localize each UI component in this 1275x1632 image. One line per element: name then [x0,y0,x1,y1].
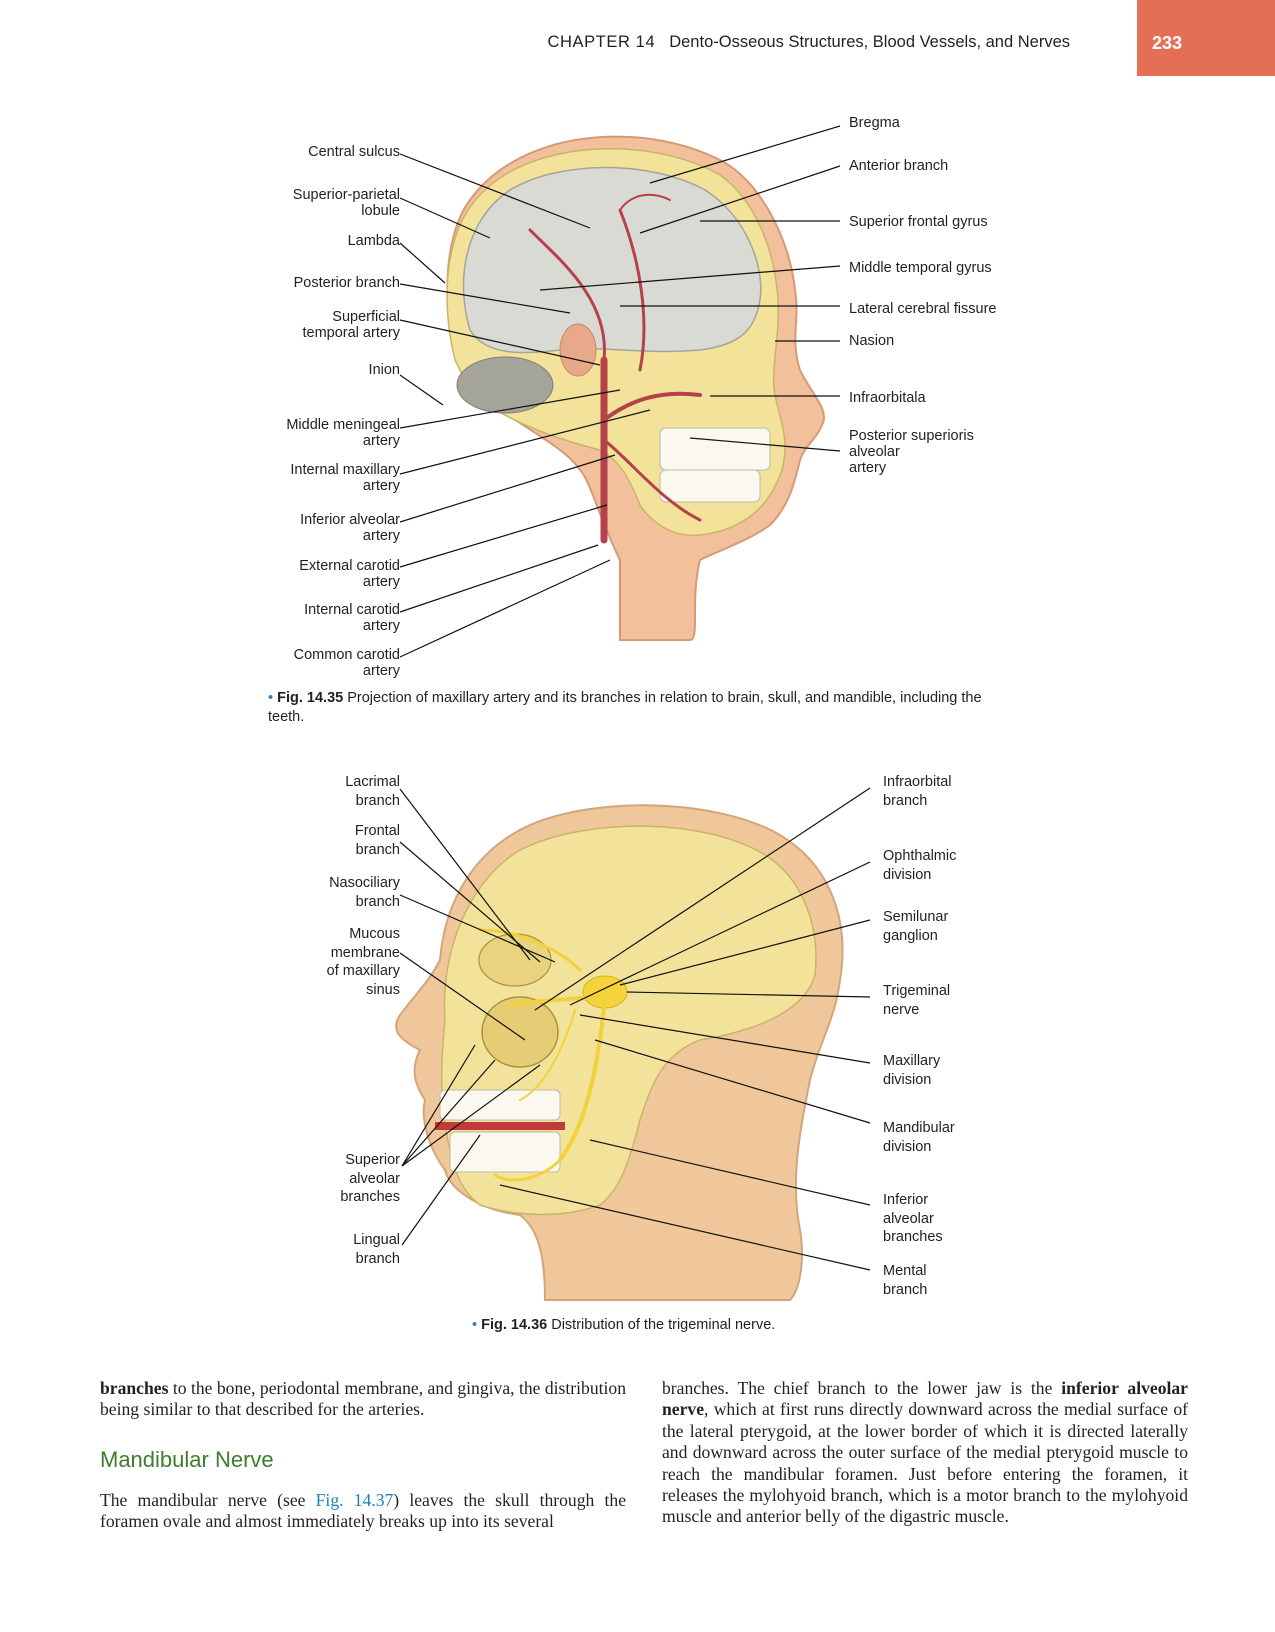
fig35-label-posterior-branch: Posterior branch [293,275,400,291]
col2-text-a: branches. The chief branch to the lower … [662,1378,1062,1398]
fig36-label-mandibular-division: Mandibular division [883,1120,955,1155]
fig35-label-common-carotid-artery: Common carotid artery [293,647,400,679]
fig36-maxillary-sinus [481,996,559,1068]
figure-14-36-illustration [395,787,871,1301]
fig36-label-lacrimal-branch: Lacrimal branch [345,774,400,809]
chapter-title: Dento-Osseous Structures, Blood Vessels,… [669,33,1070,51]
fig35-label-inferior-alveolar-artery: Inferior alveolar artery [300,512,400,544]
fig35-label-posterior-superioris-alveolar-artery: Posterior superioris alveolar artery [849,428,974,476]
fig35-label-superficial-temporal-artery: Superficial temporal artery [302,309,400,341]
fig36-caption-number: Fig. 14.36 [481,1317,548,1333]
fig35-label-inion: Inion [368,362,400,378]
caption-bullet: • [472,1317,478,1333]
fig35-label-internal-maxillary-artery: Internal maxillary artery [290,462,400,494]
fig35-label-superior-frontal-gyrus: Superior frontal gyrus [849,214,988,230]
page-number: 233 [1152,33,1183,53]
body-col1-para2: The mandibular nerve (see Fig. 14.37) le… [100,1490,626,1533]
figure-reference-link[interactable]: Fig. 14.37 [315,1490,394,1510]
page-number-tab: 233 [1137,0,1275,76]
chapter-number: CHAPTER 14 [547,33,656,51]
fig36-label-lingual-branch: Lingual branch [353,1232,400,1267]
fig35-ear [559,323,597,377]
fig36-upper-teeth [439,1089,561,1121]
caption-bullet: • [268,690,274,706]
fig35-label-middle-meningeal-artery: Middle meningeal artery [286,417,400,449]
fig36-label-maxillary-division: Maxillary division [883,1053,941,1088]
col1-para2-text-b: ) leaves the skull through the foramen o… [100,1490,627,1532]
fig35-arteries [528,193,702,544]
fig35-label-nasion: Nasion [849,333,895,349]
fig36-label-superior-alveolar-branches: Superior alveolar branches [340,1152,400,1205]
term-inferior-alveolar-nerve: inferior alveolar nerve [662,1378,1188,1420]
fig36-label-mucous-membrane: Mucous membrane of maxillary sinus [326,926,400,998]
figure-14-35-illustration [399,125,841,658]
fig35-label-central-sulcus: Central sulcus [308,144,400,160]
fig36-caption: • Fig. 14.36 Distribution of the trigemi… [472,1316,972,1335]
running-header: CHAPTER 14 Dento-Osseous Structures, Bloo… [547,33,1070,52]
fig35-label-lambda: Lambda [347,233,400,249]
fig35-leader-lines [399,125,841,658]
term-branches: branches [100,1378,169,1398]
col1-para2-text-a: The mandibular nerve (see [100,1490,316,1510]
fig36-lower-teeth [449,1131,561,1173]
fig36-leader-lines [399,787,871,1271]
fig36-label-nasociliary-branch: Nasociliary branch [329,875,400,910]
col1-para1-text: to the bone, periodontal membrane, and g… [100,1378,626,1420]
fig35-cerebellum [456,356,554,414]
fig36-nerves [478,928,628,1182]
fig35-label-anterior-branch: Anterior branch [849,158,949,174]
fig36-label-inferior-alveolar-branches: Inferior alveolar branches [883,1192,943,1245]
fig36-red-gum [435,1122,565,1130]
fig36-label-frontal-branch: Frontal branch [354,823,400,858]
fig35-label-bregma: Bregma [849,115,900,131]
col2-text-b: , which at first runs directly downward … [662,1399,1188,1527]
fig36-caption-text: Distribution of the trigeminal nerve. [551,1317,776,1333]
fig35-label-middle-temporal-gyrus: Middle temporal gyrus [849,260,992,276]
fig35-caption-number: Fig. 14.35 [277,690,344,706]
fig35-label-lateral-cerebral-fissure: Lateral cerebral fissure [849,301,997,317]
fig36-label-semilunar-ganglion: Semilunar ganglion [883,909,949,944]
fig36-label-ophthalmic-division: Ophthalmic division [883,848,957,883]
fig36-label-trigeminal-nerve: Trigeminal nerve [883,983,951,1018]
body-col2-para: branches. The chief branch to the lower … [662,1378,1188,1528]
fig35-caption-text: Projection of maxillary artery and its b… [268,690,982,725]
fig36-label-mental-branch: Mental branch [883,1263,928,1298]
fig35-caption: • Fig. 14.35 Projection of maxillary art… [268,689,1020,727]
fig35-label-external-carotid-artery: External carotid artery [299,558,400,590]
fig35-label-internal-carotid-artery: Internal carotid artery [304,602,400,634]
fig36-orbit [478,933,552,987]
body-col1-para1: branches to the bone, periodontal membra… [100,1378,626,1421]
fig36-label-infraorbital-branch: Infraorbital branch [883,774,952,809]
fig35-label-infraorbitala: Infraorbitala [849,390,926,406]
fig35-lower-teeth [659,469,761,503]
fig35-label-superior-parietal-lobule: Superior-parietal lobule [292,187,400,219]
section-heading-mandibular-nerve: Mandibular Nerve [100,1447,274,1472]
